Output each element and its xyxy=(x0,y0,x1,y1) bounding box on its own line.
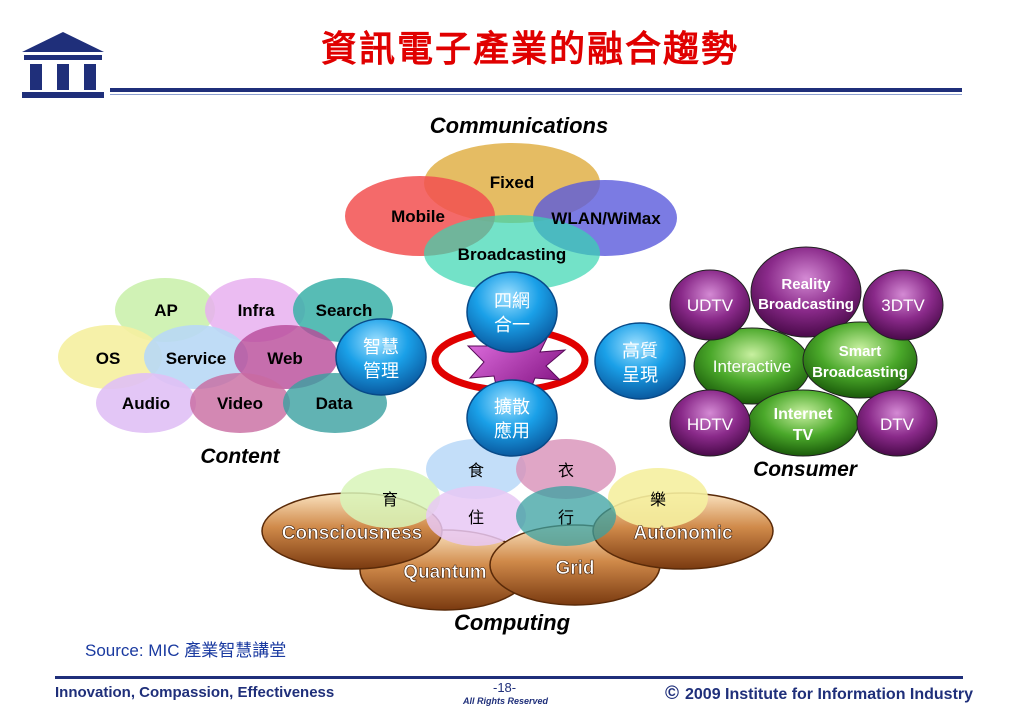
data-label: Data xyxy=(316,394,353,413)
clothing-bubble xyxy=(516,439,616,499)
smart-broadcasting-label: Broadcasting xyxy=(812,364,908,381)
fixed-label: Fixed xyxy=(490,173,534,192)
page-title: 資訊電子產業的融合趨勢 xyxy=(320,29,739,70)
hub-bubble xyxy=(466,379,558,457)
computing-cluster: 食 衣 育 樂 住 行 Consciousness Autonomic Quan… xyxy=(261,439,774,635)
housing-label: 住 xyxy=(468,508,484,527)
service-label: Service xyxy=(166,349,227,368)
3dtv-bubble xyxy=(862,269,944,341)
hub-smart-management: 智慧 管理 xyxy=(335,318,427,396)
service-bubble xyxy=(144,325,248,389)
content-label: Content xyxy=(200,445,280,468)
interactive-label: Interactive xyxy=(713,357,791,376)
hub-line2: 應用 xyxy=(494,420,530,442)
consciousness-label: Consciousness xyxy=(282,523,422,544)
entertainment-label: 樂 xyxy=(650,490,666,509)
hdtv-label: HDTV xyxy=(687,415,734,434)
dtv-bubble xyxy=(856,389,938,457)
hub-diffusion: 擴散 應用 xyxy=(466,379,558,457)
hdtv-bubble xyxy=(669,389,751,457)
hub-bubble xyxy=(466,271,558,353)
reality-broadcasting-bubble xyxy=(750,246,862,338)
broadcasting-bubble xyxy=(424,215,600,291)
hub-line2: 合一 xyxy=(494,315,530,336)
smart-label: Smart xyxy=(839,343,882,360)
copyright-text: 2009 Institute for Information Industry xyxy=(685,686,974,703)
source-note: Source: MIC 產業智慧講堂 xyxy=(85,641,287,660)
header-rule-thin xyxy=(110,94,962,95)
footer-motto: Innovation, Compassion, Effectiveness xyxy=(55,684,335,701)
os-bubble xyxy=(58,325,162,389)
computing-label: Computing xyxy=(454,610,571,635)
communications-label: Communications xyxy=(430,113,608,138)
hub-line2: 管理 xyxy=(363,361,399,382)
hub-bubble xyxy=(335,318,427,396)
communications-cluster: Fixed Mobile WLAN/WiMax Broadcasting Com… xyxy=(345,113,677,291)
smart-broadcasting-bubble xyxy=(802,321,918,399)
hub-line1: 四網 xyxy=(494,291,530,312)
autonomic-label: Autonomic xyxy=(633,523,733,544)
internet-tv-bubble xyxy=(747,389,859,457)
search-label: Search xyxy=(316,301,373,320)
copyright-icon: © xyxy=(665,683,679,704)
mobile-label: Mobile xyxy=(391,207,445,226)
hub-four-networks: 四網 合一 xyxy=(466,271,558,353)
dtv-label: DTV xyxy=(880,415,915,434)
web-label: Web xyxy=(267,349,303,368)
header-rule xyxy=(110,88,962,92)
internet-label: Internet xyxy=(774,406,833,423)
udtv-bubble xyxy=(669,269,751,341)
video-label: Video xyxy=(217,394,263,413)
os-label: OS xyxy=(96,349,121,368)
udtv-label: UDTV xyxy=(687,296,734,315)
housing-bubble xyxy=(426,486,526,546)
3dtv-label: 3DTV xyxy=(881,296,925,315)
audio-bubble xyxy=(96,373,196,433)
footer-rule xyxy=(55,676,963,679)
hub-line1: 智慧 xyxy=(363,337,399,358)
transport-label: 行 xyxy=(558,508,574,527)
reality-label: Reality xyxy=(781,276,831,293)
food-label: 食 xyxy=(468,461,484,480)
wlan-label: WLAN/WiMax xyxy=(551,209,661,228)
hub-bubble xyxy=(594,322,686,400)
entertainment-bubble xyxy=(608,468,708,528)
broadcasting-label: Broadcasting xyxy=(458,245,567,264)
web-bubble xyxy=(234,325,338,389)
consumer-cluster: Reality Broadcasting UDTV 3DTV Interacti… xyxy=(669,246,944,481)
video-bubble xyxy=(190,373,290,433)
hub-line2: 呈現 xyxy=(622,365,658,386)
transport-bubble xyxy=(516,486,616,546)
reality-broadcasting-label: Broadcasting xyxy=(758,296,854,313)
hub-line1: 高質 xyxy=(622,341,658,362)
grid-label: Grid xyxy=(555,558,594,579)
infra-label: Infra xyxy=(238,301,275,320)
education-label: 育 xyxy=(382,490,398,509)
clothing-label: 衣 xyxy=(558,461,574,480)
rights-reserved: All Rights Reserved xyxy=(463,696,549,706)
tv-label: TV xyxy=(793,427,814,444)
content-cluster: AP Infra Search OS Service Web Audio Vid… xyxy=(58,278,393,468)
consumer-label: Consumer xyxy=(753,458,859,481)
audio-label: Audio xyxy=(122,394,170,413)
education-bubble xyxy=(340,468,440,528)
iii-logo-icon xyxy=(22,32,104,98)
footer-copyright: © 2009 Institute for Information Industry xyxy=(665,683,973,705)
hub-line1: 擴散 xyxy=(494,397,530,418)
ap-label: AP xyxy=(154,301,178,320)
quantum-label: Quantum xyxy=(403,562,486,583)
page-number: -18- xyxy=(493,680,517,695)
hub-high-quality: 高質 呈現 xyxy=(594,322,686,400)
